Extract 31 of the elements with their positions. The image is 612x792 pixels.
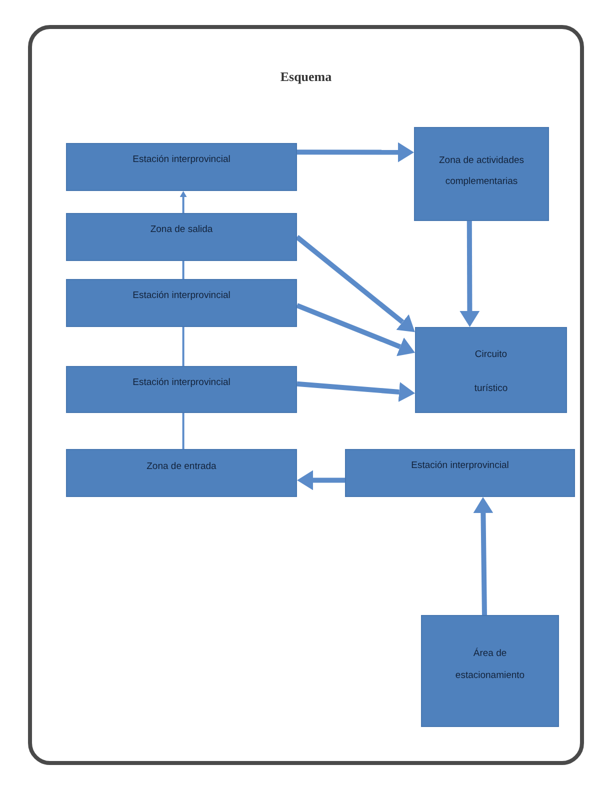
arrow — [297, 142, 414, 162]
box-label: Circuito — [474, 348, 508, 362]
arrow — [296, 381, 416, 402]
box-label: Estación interprovincial — [132, 377, 230, 389]
connector-line — [182, 327, 184, 366]
box-label: Zona de actividades complementarias — [438, 154, 526, 189]
box-label: Área de estacionamiento — [454, 646, 526, 683]
box-label: Zona de entrada — [146, 461, 216, 473]
diagram-title: Esquema — [280, 69, 332, 85]
connector-line — [182, 261, 184, 279]
process-box — [421, 615, 559, 727]
box-label: Zona de salida — [150, 224, 213, 236]
arrow — [296, 303, 416, 356]
box-label: Estación interprovincial — [132, 154, 230, 166]
arrow — [460, 221, 480, 327]
process-box — [66, 279, 297, 327]
connector-line — [182, 413, 184, 449]
process-box — [415, 327, 567, 413]
arrow — [295, 235, 415, 332]
arrow — [180, 191, 187, 213]
box-label: turístico — [474, 382, 508, 396]
arrow — [297, 470, 345, 490]
process-box — [66, 366, 297, 413]
process-box — [66, 143, 297, 191]
box-label: Estación interprovincial — [411, 460, 509, 472]
arrow — [473, 497, 494, 616]
process-box — [66, 213, 297, 261]
process-box — [414, 127, 549, 221]
box-label: Estación interprovincial — [132, 290, 230, 302]
process-box — [66, 449, 297, 497]
process-box — [345, 449, 575, 497]
